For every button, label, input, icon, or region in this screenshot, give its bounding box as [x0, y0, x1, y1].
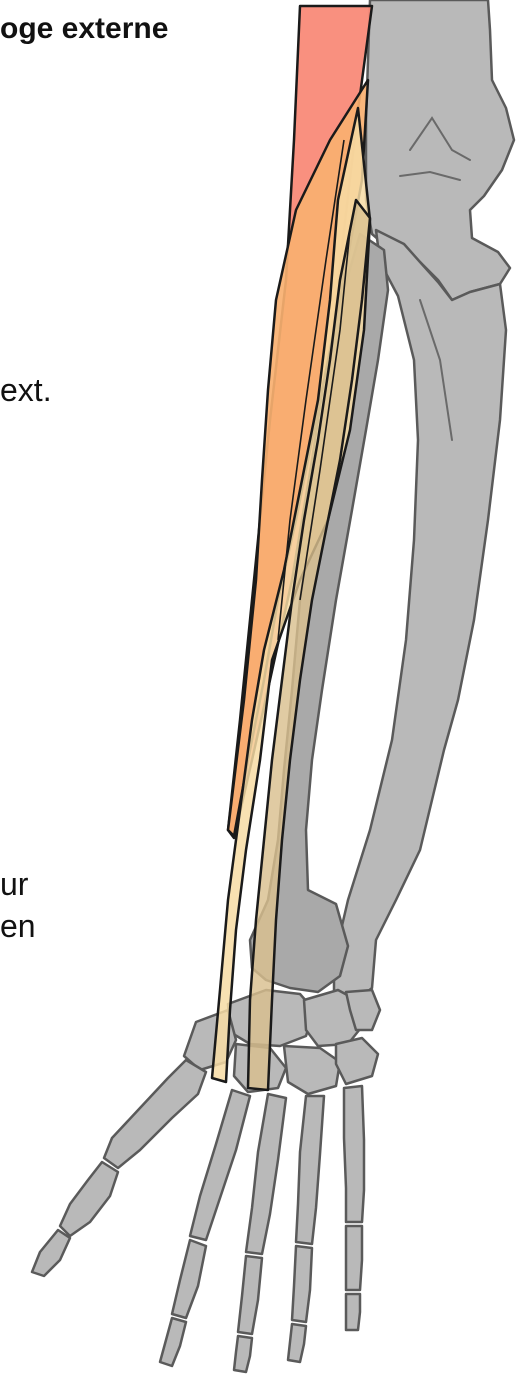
finger-bones [160, 1086, 364, 1372]
thumb-bones [32, 1060, 206, 1276]
